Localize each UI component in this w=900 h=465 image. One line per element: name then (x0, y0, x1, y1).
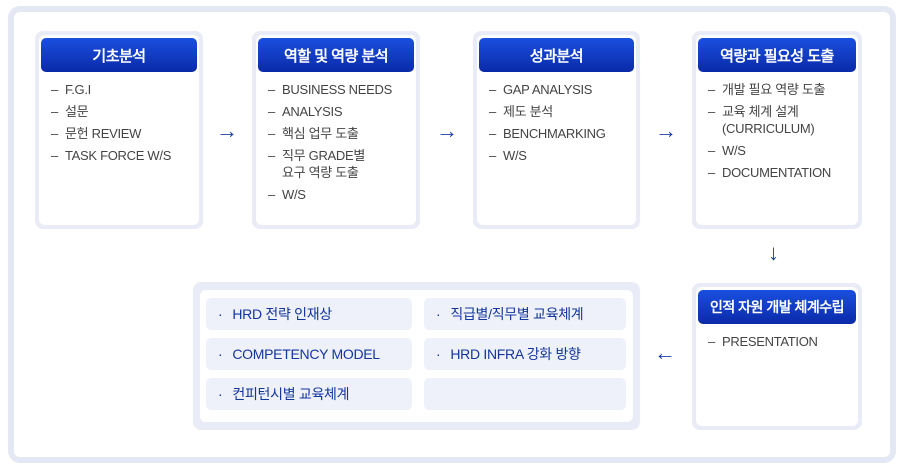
arrow-right-icon: → (216, 118, 238, 143)
stage-basic-analysis: 기초분석 F.G.I 설문문헌 REVIEW TASK FORCE W/S (35, 31, 203, 229)
result-item: ·HRD 전략 인재상 (206, 298, 412, 330)
stage-item: TASK FORCE W/S (51, 147, 193, 164)
stage-performance: 성과분석 GAP ANALYSIS 제도 분석 BENCHMARKING W/S (473, 31, 640, 229)
arrow-right-icon: → (655, 118, 677, 143)
stage-item: 제도 분석 (489, 103, 630, 120)
stage-item: W/S (489, 147, 630, 164)
stage-item: ANALYSIS (268, 103, 410, 120)
stage-hrd-system: 인적 자원 개발 체계수립 PRESENTATION (692, 283, 862, 430)
result-item: ·컨피턴시별 교육체계 (206, 378, 412, 410)
stage-item: DOCUMENTATION (708, 164, 852, 181)
result-item-empty (424, 378, 626, 410)
stage-needs: 역량과 필요성 도출 개발 필요 역량 도출교육 체계 설계 (CURRICUL… (692, 31, 862, 229)
arrow-right-icon: → (436, 118, 458, 143)
results-panel: ·HRD 전략 인재상 ·직급별/직무별 교육체계 ·COMPETENCY MO… (193, 282, 640, 430)
stage-item: W/S (268, 186, 410, 203)
stage-title: 역할 및 역량 분석 (258, 38, 414, 72)
stage-item: BENCHMARKING (489, 125, 630, 142)
stage-title: 인적 자원 개발 체계수립 (698, 290, 856, 324)
stage-item: F.G.I (51, 81, 193, 98)
arrow-left-icon: ← (654, 340, 676, 365)
stage-item: PRESENTATION (708, 333, 852, 350)
stage-item: W/S (708, 142, 852, 159)
result-item: ·COMPETENCY MODEL (206, 338, 412, 370)
stage-item: 핵심 업무 도출 (268, 125, 410, 142)
stage-item: 문헌 REVIEW (51, 125, 193, 142)
result-item: ·HRD INFRA 강화 방향 (424, 338, 626, 370)
stage-item: GAP ANALYSIS (489, 81, 630, 98)
stage-item: 개발 필요 역량 도출 (708, 81, 852, 98)
stage-title: 기초분석 (41, 38, 197, 72)
arrow-down-icon: ↓ (768, 240, 779, 265)
stage-title: 성과분석 (479, 38, 634, 72)
stage-item: 설문 (51, 103, 193, 120)
result-item: ·직급별/직무별 교육체계 (424, 298, 626, 330)
stage-item: BUSINESS NEEDS (268, 81, 410, 98)
stage-item: 교육 체계 설계 (CURRICULUM) (708, 103, 852, 137)
stage-role-competency: 역할 및 역량 분석 BUSINESS NEEDS ANALYSIS 핵심 업무 도… (252, 31, 420, 229)
stage-title: 역량과 필요성 도출 (698, 38, 856, 72)
stage-item: 직무 GRADE별 요구 역량 도출 (268, 147, 410, 181)
